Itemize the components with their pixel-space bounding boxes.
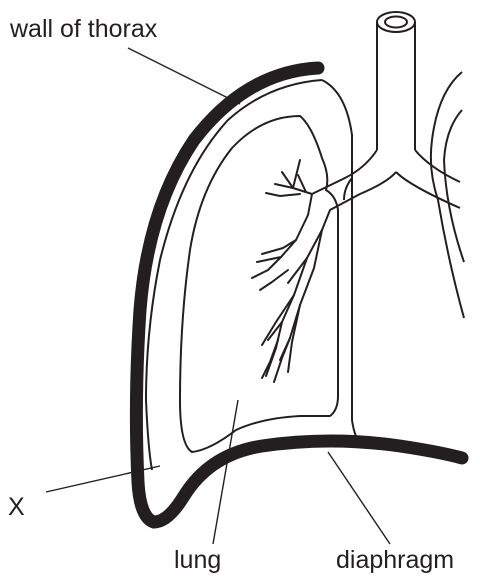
- label-x: X: [8, 493, 25, 521]
- diaphragm-muscle: [154, 441, 462, 522]
- trachea: [377, 12, 415, 150]
- pleural-membrane: [322, 80, 358, 440]
- leader-wall-of-thorax: [128, 48, 240, 104]
- right-bronchus: [415, 150, 460, 182]
- right-lung: [431, 72, 464, 318]
- label-diaphragm: diaphragm: [336, 546, 454, 574]
- label-wall-of-thorax: wall of thorax: [9, 15, 158, 43]
- bronchial-tree: [252, 160, 330, 382]
- leader-lung: [213, 400, 238, 544]
- label-lung: lung: [174, 546, 221, 574]
- trachea-opening: [377, 12, 415, 32]
- lung-outline: [180, 116, 338, 452]
- leader-diaphragm: [328, 452, 390, 544]
